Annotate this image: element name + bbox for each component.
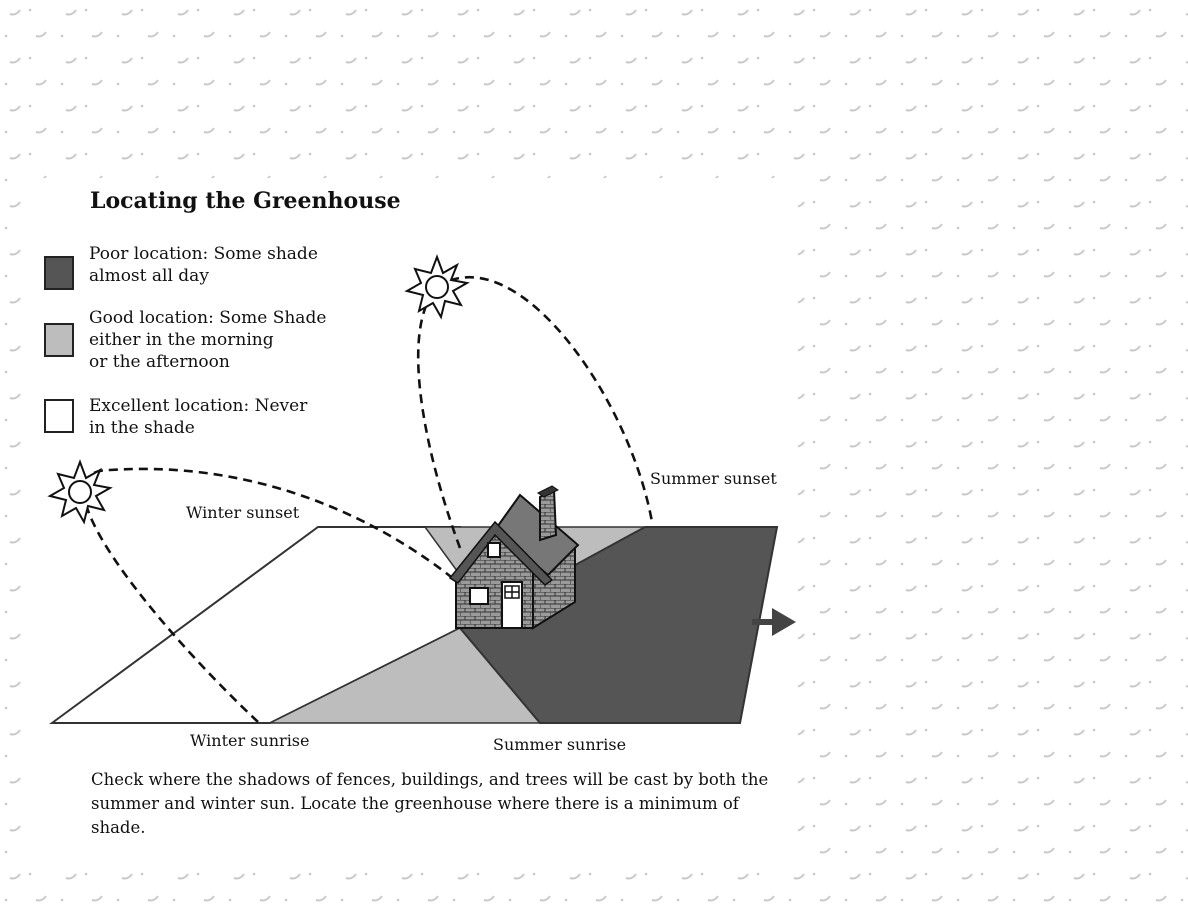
legend-swatch-poor xyxy=(44,256,74,290)
summer-sun-icon xyxy=(404,254,470,320)
winter-sun-icon xyxy=(47,459,113,525)
legend-swatch-excellent xyxy=(44,399,74,433)
winter-sun-path xyxy=(82,467,456,723)
label-winter-sunset: Winter sunset xyxy=(186,503,300,522)
label-summer-sunrise: Summer sunrise xyxy=(493,735,627,754)
legend-label-excellent: Excellent location: Never in the shade xyxy=(89,396,308,438)
legend-label-good: Good location: Some Shade either in the … xyxy=(89,308,327,372)
legend-label-poor: Poor location: Some shade almost all day xyxy=(89,244,318,286)
legend-swatch-good xyxy=(44,323,74,357)
label-winter-sunrise: Winter sunrise xyxy=(190,731,310,750)
label-summer-sunset: Summer sunset xyxy=(650,469,777,488)
arrow-icon xyxy=(752,608,796,636)
diagram-title: Locating the Greenhouse xyxy=(90,188,401,214)
caption: Check where the shadows of fences, build… xyxy=(91,770,769,837)
house-icon xyxy=(448,485,580,630)
